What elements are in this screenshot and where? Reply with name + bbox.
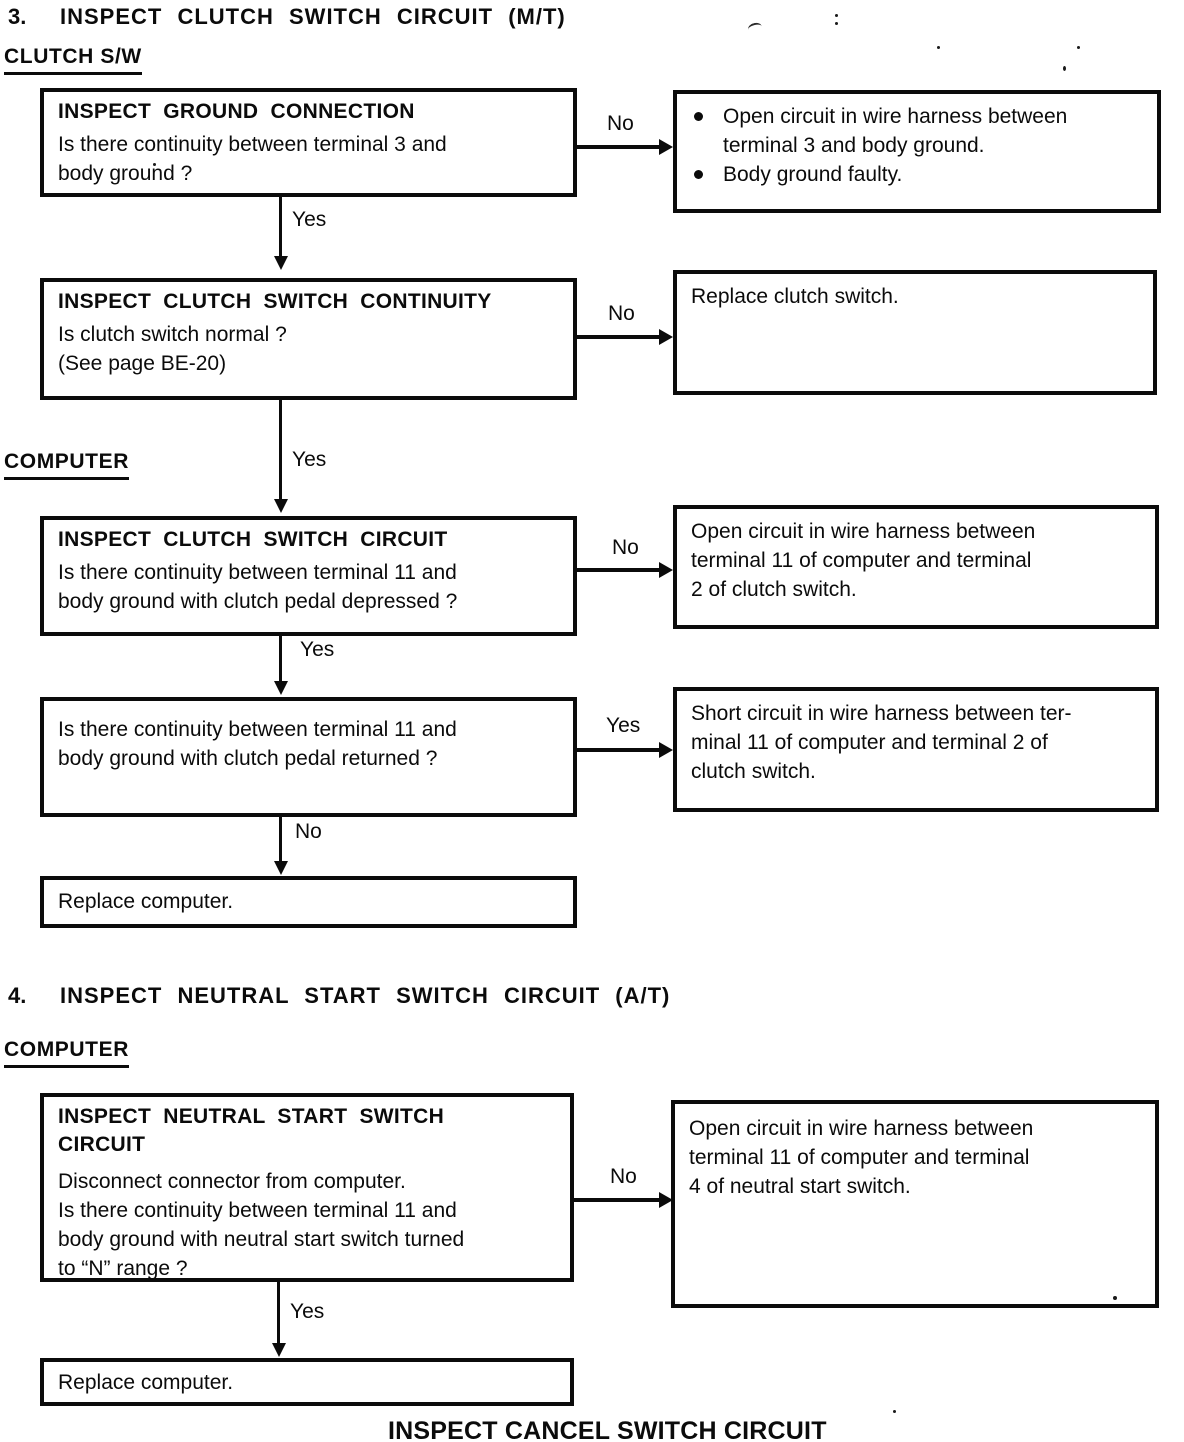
connector-line — [277, 1282, 280, 1344]
connector-line — [577, 748, 660, 752]
scan-speck — [1063, 66, 1066, 71]
branch-label-no: No — [607, 112, 634, 135]
connector-line — [279, 636, 282, 682]
section-3-heading: INSPECT CLUTCH SWITCH CIRCUIT (M/T) — [60, 4, 566, 29]
flow-box-replace-computer-2: Replace computer. — [40, 1358, 574, 1406]
branch-label-yes: Yes — [290, 1300, 325, 1323]
result-box-short-circuit: Short circuit in wire harness between te… — [673, 687, 1159, 812]
connector-line — [574, 1198, 660, 1202]
final-action-text: Replace computer. — [58, 890, 234, 913]
arrow-right-icon — [659, 562, 673, 578]
connector-line — [577, 145, 660, 149]
connector-line — [577, 568, 660, 572]
flow-box-replace-computer: Replace computer. — [40, 876, 577, 928]
box-title: INSPECT CLUTCH SWITCH CONTINUITY — [58, 290, 492, 313]
group-label-computer-2: COMPUTER — [4, 1038, 129, 1068]
box-title: INSPECT GROUND CONNECTION — [58, 100, 415, 123]
connector-line — [279, 197, 282, 257]
box-question: Is there continuity between terminal 3 a… — [58, 133, 447, 185]
scan-speck — [937, 46, 940, 49]
branch-label-yes: Yes — [606, 714, 641, 737]
section-4-heading: INSPECT NEUTRAL START SWITCH CIRCUIT (A/… — [60, 983, 671, 1008]
flow-box-clutch-switch-circuit: INSPECT CLUTCH SWITCH CIRCUIT Is there c… — [40, 516, 577, 636]
box-question: Is clutch switch normal ?(See page BE-20… — [58, 323, 287, 375]
connector-line — [577, 335, 660, 339]
flow-box-pedal-returned: Is there continuity between terminal 11 … — [40, 697, 577, 817]
group-label-computer: COMPUTER — [4, 450, 129, 480]
bullet-icon — [694, 112, 703, 121]
connector-line — [279, 400, 282, 500]
bullet-text: Body ground faulty. — [723, 163, 903, 186]
branch-label-yes: Yes — [300, 638, 335, 661]
next-section-title: INSPECT CANCEL SWITCH CIRCUIT — [388, 1417, 827, 1442]
scan-speck — [835, 14, 838, 17]
result-box-replace-clutch-switch: Replace clutch switch. — [673, 270, 1157, 395]
arrow-down-icon — [274, 499, 288, 513]
arrow-down-icon — [274, 861, 288, 875]
result-text: Short circuit in wire harness between te… — [691, 702, 1072, 783]
arrow-down-icon — [274, 681, 288, 695]
group-label-clutch-sw: CLUTCH S/W — [4, 45, 142, 75]
box-question: Is there continuity between terminal 11 … — [58, 561, 458, 613]
arrow-down-icon — [272, 1343, 286, 1357]
branch-label-yes: Yes — [292, 208, 327, 231]
arrow-right-icon — [659, 1192, 673, 1208]
box-question: Disconnect connector from computer.Is th… — [58, 1170, 465, 1280]
box-title: INSPECT CLUTCH SWITCH CIRCUIT — [58, 528, 448, 551]
scan-speck — [835, 22, 838, 25]
arrow-right-icon — [659, 329, 673, 345]
section-4-number: 4. — [8, 983, 27, 1008]
connector-line — [279, 817, 282, 862]
branch-label-no: No — [610, 1165, 637, 1188]
final-action-text: Replace computer. — [58, 1371, 234, 1394]
scan-speck — [893, 1410, 896, 1413]
box-question: Is there continuity between terminal 11 … — [58, 718, 457, 770]
scan-speck — [746, 21, 764, 35]
branch-label-yes: Yes — [292, 448, 327, 471]
arrow-right-icon — [659, 139, 673, 155]
result-text: Replace clutch switch. — [691, 285, 899, 308]
branch-label-no: No — [612, 536, 639, 559]
arrow-down-icon — [274, 256, 288, 270]
scan-speck — [1113, 1296, 1117, 1300]
result-bullet: Body ground faulty. — [691, 160, 1145, 189]
branch-label-no: No — [295, 820, 322, 843]
bullet-icon — [694, 170, 703, 179]
scan-speck — [153, 163, 156, 166]
flow-box-inspect-ground-connection: INSPECT GROUND CONNECTION Is there conti… — [40, 88, 577, 197]
arrow-right-icon — [659, 742, 673, 758]
branch-label-no: No — [608, 302, 635, 325]
section-3-number: 3. — [8, 4, 27, 29]
flow-box-clutch-switch-continuity: INSPECT CLUTCH SWITCH CONTINUITY Is clut… — [40, 278, 577, 400]
scan-speck — [1077, 46, 1080, 49]
